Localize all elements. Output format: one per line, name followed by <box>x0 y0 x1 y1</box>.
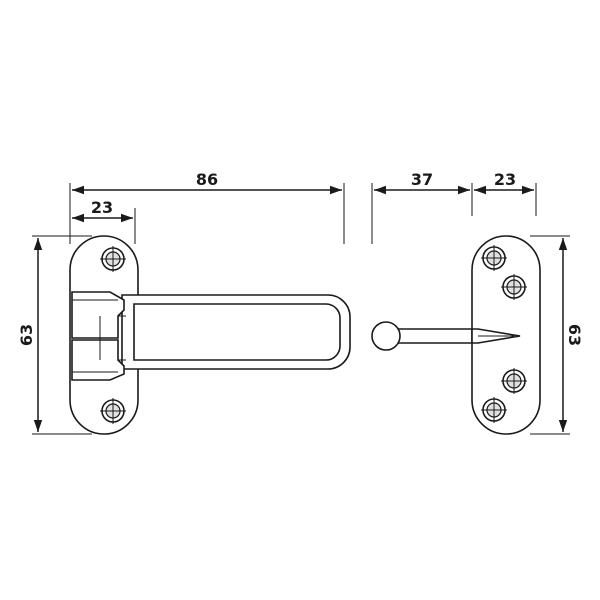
screw-hole-right-4 <box>481 397 507 423</box>
hinge-bracket-bottom <box>71 339 125 381</box>
extension-lines <box>32 183 570 435</box>
right-keeper-assembly <box>371 235 541 435</box>
keeper-knob <box>371 321 401 351</box>
dimension-overall-length-label: 86 <box>196 170 218 189</box>
dimension-left-plate-height: 63 <box>17 238 43 432</box>
dimension-left-plate-height-label: 63 <box>17 324 36 346</box>
dimension-knob-offset: 37 <box>374 170 470 195</box>
screw-hole-right-2 <box>501 274 527 300</box>
dimension-left-plate-width: 23 <box>72 198 133 223</box>
hinge-bracket-top <box>71 291 125 339</box>
screw-hole-right-1 <box>481 245 507 271</box>
screw-hole-right-3 <box>501 368 527 394</box>
dimension-right-plate-height-label: 63 <box>565 324 584 346</box>
screw-hole-left-top <box>100 246 126 272</box>
dimension-overall-length: 86 <box>72 170 342 195</box>
dimension-right-plate-width-label: 23 <box>494 170 516 189</box>
dimension-knob-offset-label: 37 <box>411 170 433 189</box>
dimension-right-plate-height: 63 <box>558 238 584 432</box>
dimension-right-plate-width: 23 <box>474 170 534 195</box>
dimension-left-plate-width-label: 23 <box>91 198 113 217</box>
screw-hole-left-bottom <box>100 398 126 424</box>
left-mounting-plate-assembly <box>69 235 351 435</box>
swing-arm-slot <box>133 303 341 361</box>
